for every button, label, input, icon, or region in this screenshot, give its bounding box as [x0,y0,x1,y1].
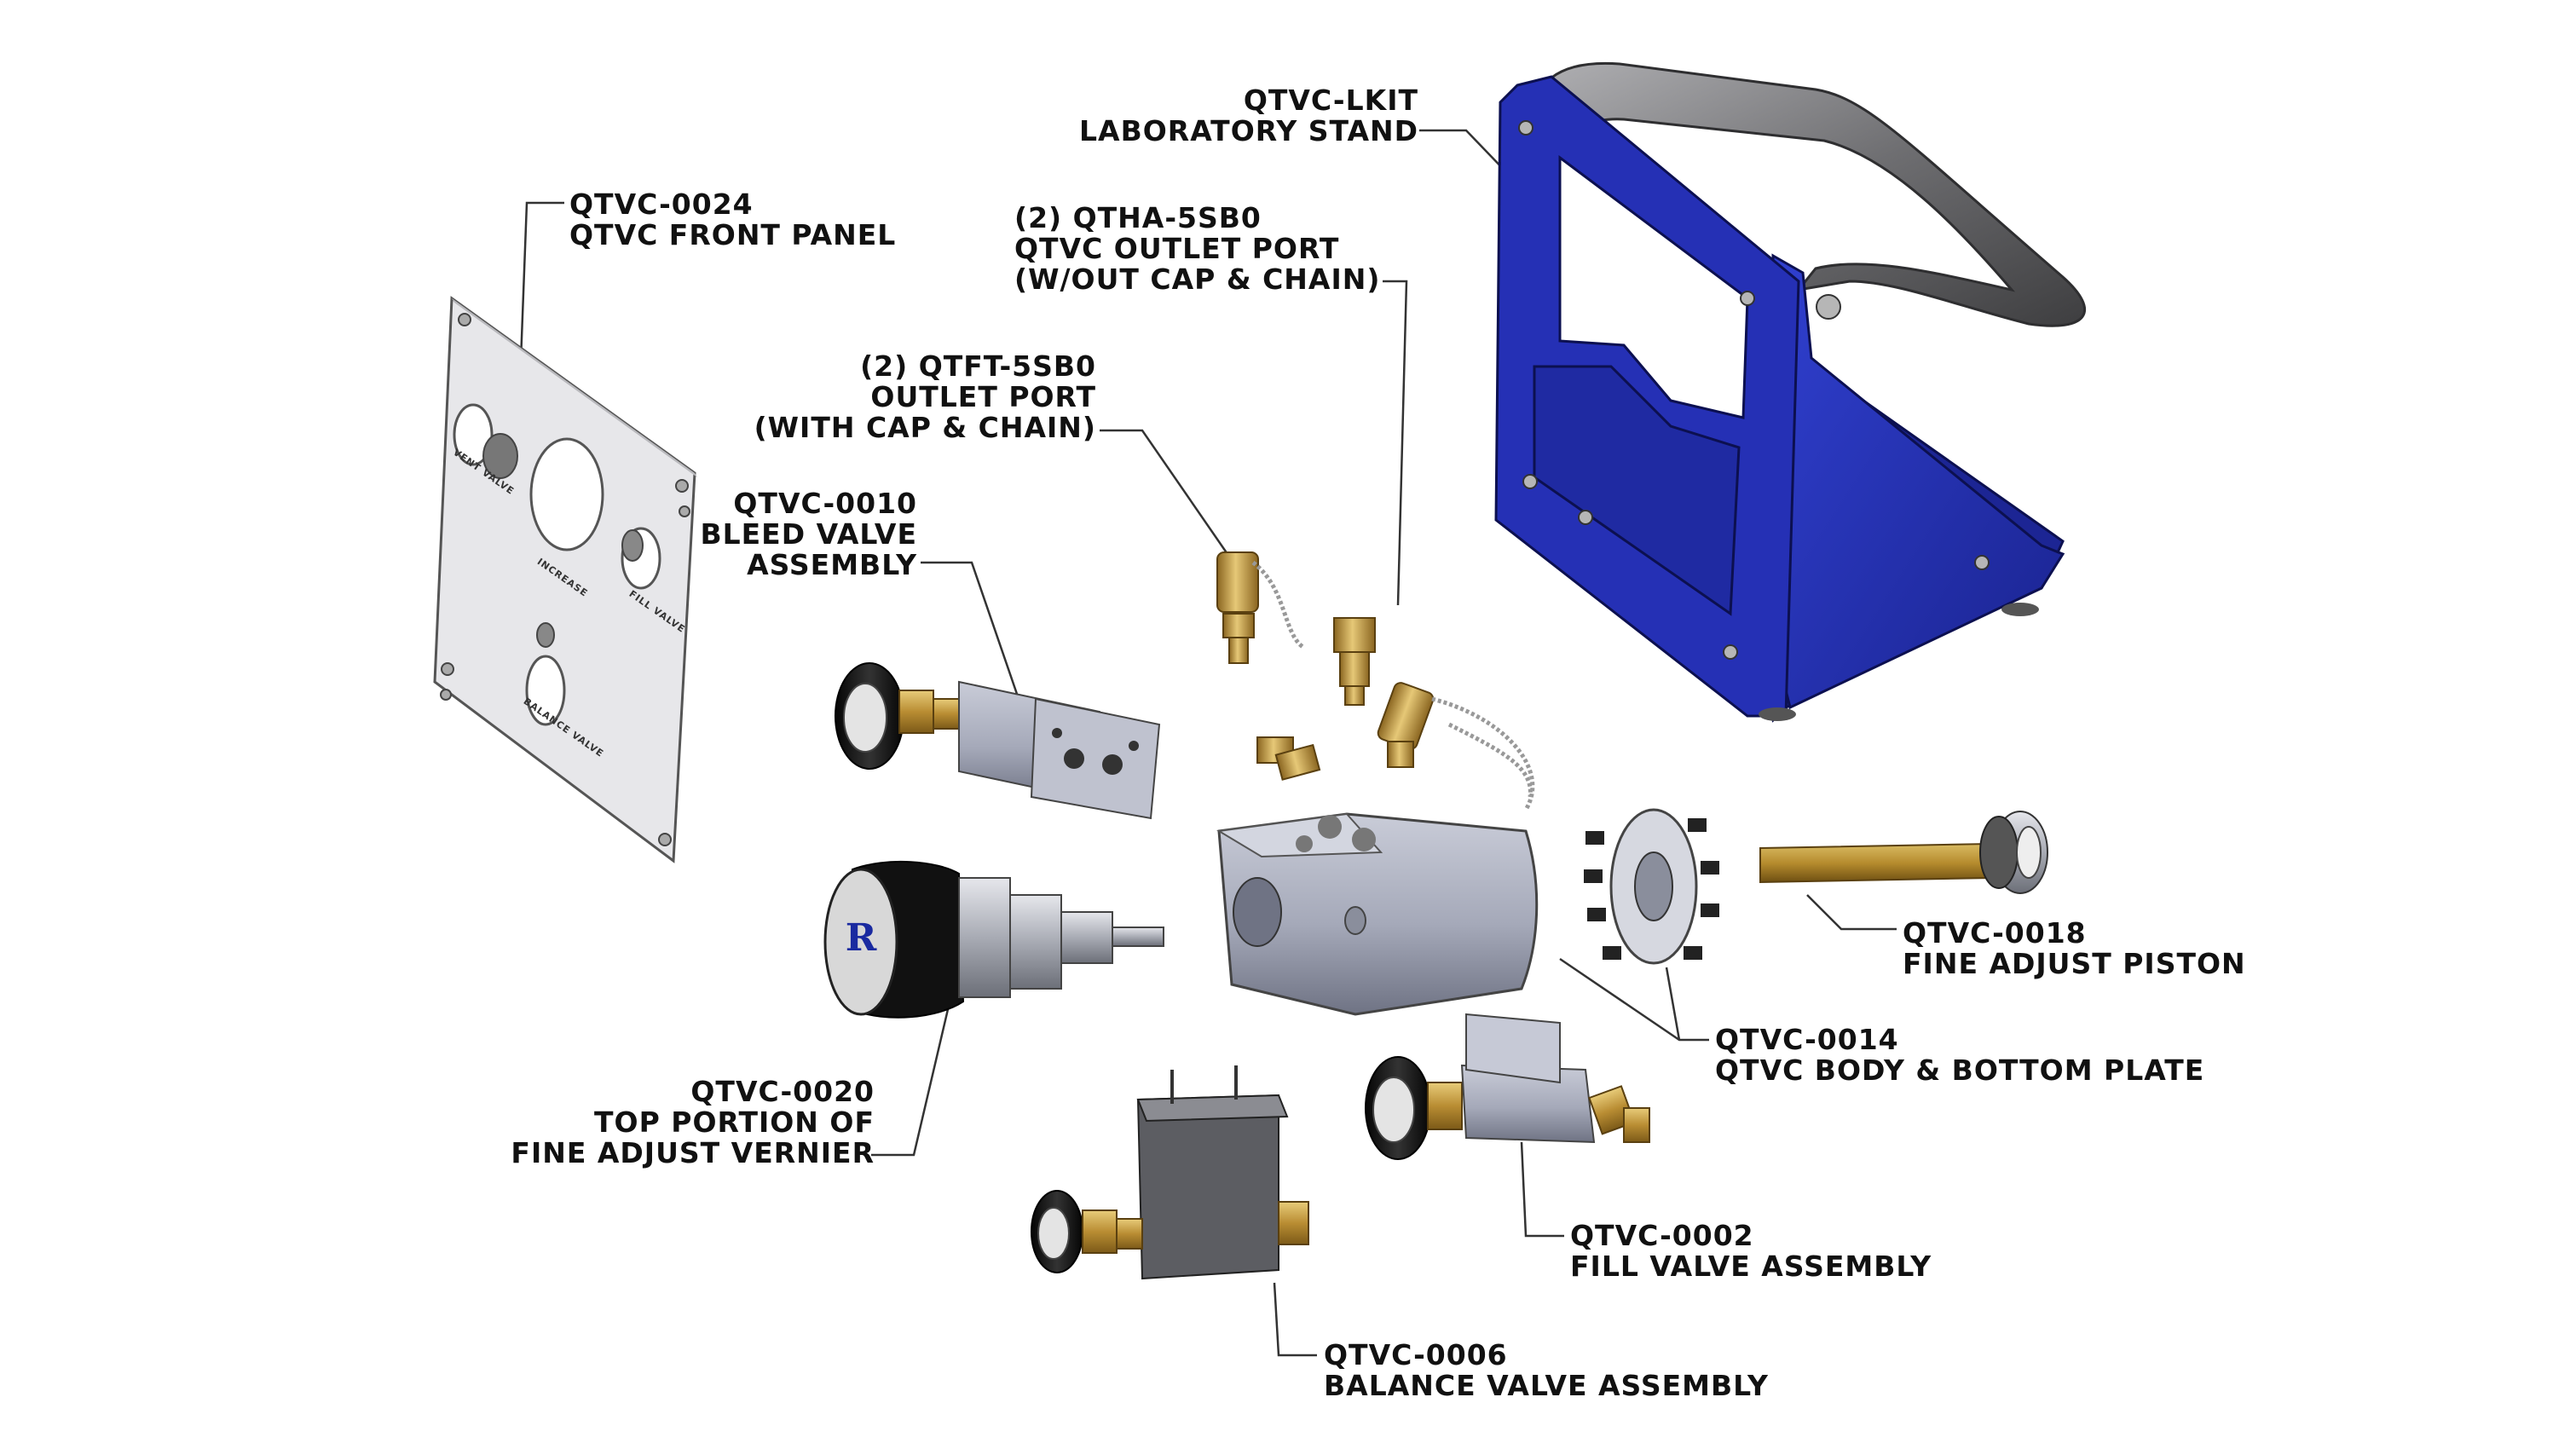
callout-0014-desc: QTVC BODY & BOTTOM PLATE [1715,1054,2205,1087]
fine-adjust-vernier: R [823,860,1164,1019]
callout-0010-part: QTVC-0010 [733,487,917,520]
callout-qtft-desc1: OUTLET PORT [870,380,1096,413]
callout-qtft-desc2: (WITH CAP & CHAIN) [754,411,1096,444]
callout-qtft-part: (2) QTFT-5SB0 [860,349,1096,383]
svg-text:R: R [846,916,877,960]
callout-0018: QTVC-0018 FINE ADJUST PISTON [1903,918,2246,979]
callout-qtha: (2) QTHA-5SB0 QTVC OUTLET PORT (W/OUT CA… [1014,203,1380,295]
callout-qtha-desc1: QTVC OUTLET PORT [1014,232,1340,265]
bleed-valve-assembly [835,662,1161,820]
outlet-port-without-cap-2 [1256,736,1321,781]
callout-qtha-part: (2) QTHA-5SB0 [1014,201,1262,234]
front-panel [433,296,697,863]
outlet-port-with-cap-2 [1377,682,1535,811]
qtvc-body [1216,812,1539,1016]
fine-adjust-piston [1759,811,2048,894]
callout-0024: QTVC-0024 QTVC FRONT PANEL [569,189,896,251]
leader-0010 [921,561,1020,700]
leader-qtha [1383,280,1408,606]
callout-qtha-desc2: (W/OUT CAP & CHAIN) [1014,263,1381,296]
leader-0024 [518,201,564,384]
callout-0010: QTVC-0010 BLEED VALVE ASSEMBLY [700,488,917,580]
leader-0014b [1665,967,1681,1041]
callout-0002-desc: FILL VALVE ASSEMBLY [1570,1250,1932,1283]
leader-lines [518,129,1897,1357]
leader-lkit [1419,129,1510,176]
fill-valve-assembly [1365,1013,1650,1160]
callout-0010-desc1: BLEED VALVE [700,517,917,551]
leader-0006 [1273,1282,1317,1357]
callout-lkit: QTVC-LKIT LABORATORY STAND [1079,85,1418,147]
stand-handle [1532,61,2087,327]
callout-0014-part: QTVC-0014 [1715,1023,1899,1056]
leader-0020 [871,979,956,1157]
callout-0010-desc2: ASSEMBLY [747,548,917,581]
callout-0018-desc: FINE ADJUST PISTON [1903,947,2246,980]
bottom-plate [1584,808,1719,965]
outlet-port-with-cap-1 [1216,551,1306,664]
callout-0020-part: QTVC-0020 [690,1075,875,1108]
balance-valve-assembly [1031,1065,1309,1280]
callout-0014: QTVC-0014 QTVC BODY & BOTTOM PLATE [1715,1025,2204,1086]
leader-qtft [1100,429,1229,555]
callout-0024-part: QTVC-0024 [569,188,754,221]
callout-0006-part: QTVC-0006 [1324,1338,1508,1371]
callout-0020-desc2: FINE ADJUST VERNIER [511,1136,875,1169]
callout-0002-part: QTVC-0002 [1570,1219,1754,1252]
callout-qtft: (2) QTFT-5SB0 OUTLET PORT (WITH CAP & CH… [754,351,1096,443]
callout-0024-desc: QTVC FRONT PANEL [569,218,897,251]
leader-0018 [1806,894,1897,931]
callout-lkit-desc: LABORATORY STAND [1079,114,1418,147]
callout-0006: QTVC-0006 BALANCE VALVE ASSEMBLY [1324,1340,1769,1401]
callout-lkit-part: QTVC-LKIT [1243,84,1418,117]
callout-0006-desc: BALANCE VALVE ASSEMBLY [1324,1369,1769,1402]
leader-0014a [1559,957,1709,1042]
callout-0020-desc1: TOP PORTION OF [594,1106,875,1139]
leader-0002 [1520,1141,1564,1238]
stand-side [1771,253,2065,710]
outlet-port-without-cap-1 [1333,617,1376,706]
callout-0002: QTVC-0002 FILL VALVE ASSEMBLY [1570,1221,1932,1282]
callout-0018-part: QTVC-0018 [1903,916,2087,950]
callout-0020: QTVC-0020 TOP PORTION OF FINE ADJUST VER… [511,1077,875,1169]
laboratory-stand [1494,61,2087,723]
